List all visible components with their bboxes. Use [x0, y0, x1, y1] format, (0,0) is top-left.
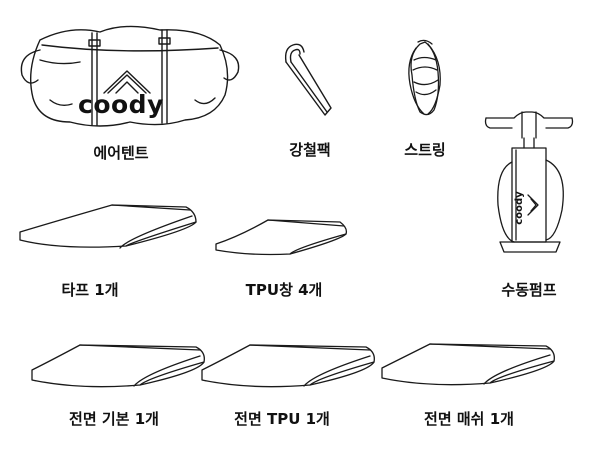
label-string: 스트링 [404, 141, 446, 159]
label-tpu-window: TPU창 4개 [245, 281, 323, 299]
label-tarp: 타프 1개 [61, 281, 119, 299]
label-steel-peg: 강철팩 [289, 141, 331, 159]
pump-logo-text: coody [514, 191, 525, 225]
label-front-mesh: 전면 매쉬 1개 [424, 410, 514, 428]
label-front-tpu: 전면 TPU 1개 [234, 410, 330, 428]
label-air-tent: 에어텐트 [93, 144, 149, 162]
label-front-basic: 전면 기본 1개 [69, 410, 159, 428]
label-manual-pump: 수동펌프 [501, 281, 557, 299]
